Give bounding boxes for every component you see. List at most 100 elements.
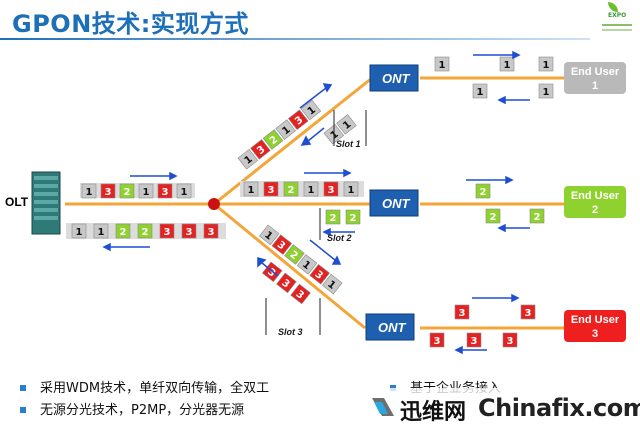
packet-box (283, 181, 299, 197)
end-user-2-number: 2 (592, 204, 598, 216)
packet: 1 (296, 254, 318, 275)
leaf-icon (608, 2, 618, 12)
packet: 1 (434, 56, 450, 72)
bullet-square-icon (390, 384, 396, 391)
packet-label: 3 (162, 187, 169, 198)
packet: 3 (263, 181, 279, 197)
arrow-right-icon (343, 168, 352, 178)
packet: 3 (454, 304, 470, 320)
arrow-down-left-icon (300, 135, 312, 146)
arrow-up-left-icon (261, 262, 279, 277)
packet-label: 3 (459, 308, 466, 319)
packet: 2 (475, 183, 491, 199)
packet-box (81, 183, 97, 199)
packet-box (454, 304, 470, 320)
packet: 2 (529, 208, 545, 224)
bullet-square-icon (20, 384, 26, 391)
packet-box (345, 209, 361, 225)
user2-packets: 2 2 2 (475, 183, 545, 224)
page-title: GPON技术:实现方式 (12, 10, 249, 38)
end-user-1-label: End User (571, 66, 620, 78)
packet: 2 (115, 223, 131, 239)
packet-label: 3 (328, 185, 335, 196)
packet-label: 1 (248, 185, 255, 196)
arrow-left-icon (322, 227, 331, 237)
packet-box (475, 183, 491, 199)
arrow-up-right-icon (299, 87, 327, 109)
packet-label: 1 (98, 227, 105, 238)
arrow-right-icon (169, 171, 178, 181)
packet-box (237, 148, 259, 170)
packet-box (322, 273, 343, 295)
packet-label: 1 (543, 60, 550, 71)
arrow-up-left-icon (257, 257, 267, 268)
arrow-left-icon (454, 345, 463, 355)
packet-box (529, 208, 545, 224)
packet-label: 2 (490, 212, 497, 223)
packet: 3 (100, 183, 116, 199)
packet: 2 (119, 183, 135, 199)
packet: 1 (323, 123, 345, 145)
packet: 3 (429, 332, 445, 348)
packet-box (325, 209, 341, 225)
packet-box (466, 332, 482, 348)
packet-label: 1 (86, 187, 93, 198)
end-user-2-label: End User (571, 190, 620, 202)
fiber-lines (65, 76, 566, 330)
ont-3-label: ONT (378, 320, 407, 335)
packet-box (284, 244, 305, 265)
packet-box (275, 119, 296, 140)
arrow-left-icon (497, 223, 506, 233)
arrow-down-right-icon (309, 239, 336, 261)
bullet-item: 采用WDM技术，单纤双向传输，全双工 (20, 378, 269, 400)
expo-logo: EXPO (598, 2, 636, 36)
packet: 1 (303, 181, 319, 197)
olt-label: OLT (5, 195, 29, 209)
packet: 1 (499, 56, 515, 72)
branch3-arrows (257, 239, 342, 277)
branch2-arrows (304, 168, 355, 237)
ont-1: ONT (369, 64, 419, 92)
slot-2-label: Slot 2 (327, 233, 352, 243)
packet-label: 1 (477, 87, 484, 98)
packet-box (300, 99, 322, 121)
packet-box (429, 332, 445, 348)
packet: 3 (250, 139, 271, 160)
chinafix-logo-icon (372, 398, 394, 416)
packet-box (502, 332, 518, 348)
packet-box (203, 223, 219, 239)
trunk-arrows (102, 171, 178, 252)
packet: 1 (176, 183, 192, 199)
packet-label: 1 (308, 185, 315, 196)
packet-label: 1 (348, 185, 355, 196)
title-underline (0, 38, 590, 40)
packet-box (303, 181, 319, 197)
packet-label: 2 (330, 213, 337, 224)
packet-box (181, 223, 197, 239)
bullet-item: 无源分光技术，P2MP，分光器无源 (20, 400, 269, 422)
packet-box (271, 234, 293, 255)
packet-label: 1 (504, 60, 511, 71)
packet: 3 (466, 332, 482, 348)
packet-label: 3 (434, 336, 441, 347)
packet: 3 (157, 183, 173, 199)
branch1-arrows (299, 83, 333, 146)
packet-label: 1 (143, 187, 150, 198)
arrow-right-icon (512, 50, 521, 60)
packet-box (296, 254, 318, 275)
packet-box (309, 263, 330, 285)
packet-box (157, 183, 173, 199)
arrow-left-icon (497, 95, 506, 105)
watermark-en: Chinafix.com (478, 394, 640, 422)
packet: 1 (538, 56, 554, 72)
ont-1-label: ONT (382, 71, 411, 86)
slot-3-label: Slot 3 (278, 327, 303, 337)
packet: 3 (159, 223, 175, 239)
packet-box (263, 181, 279, 197)
packet: 2 (262, 129, 284, 150)
ont-2: ONT (369, 189, 419, 217)
packet: 2 (137, 223, 153, 239)
